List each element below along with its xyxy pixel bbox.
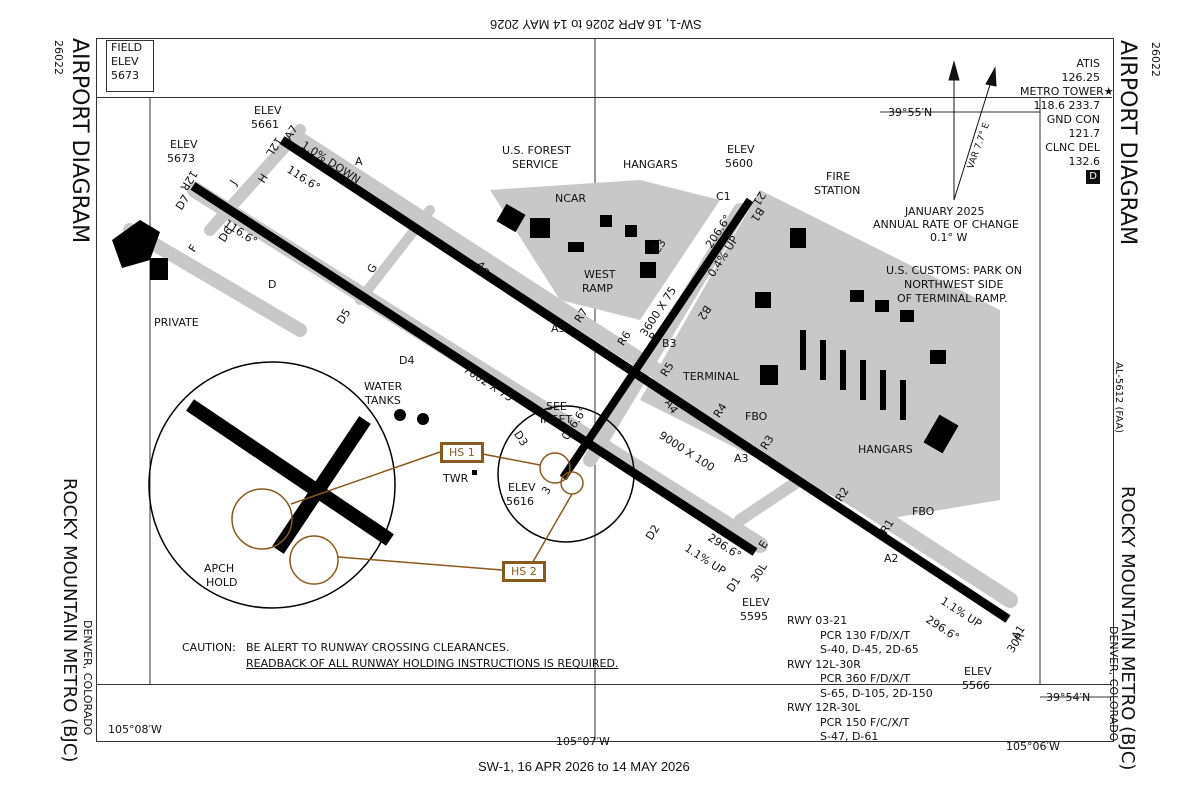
clnc-label: CLNC DEL <box>1045 141 1100 154</box>
apch-hold-line2: HOLD <box>206 576 238 589</box>
caution-line1: BE ALERT TO RUNWAY CROSSING CLEARANCES. <box>246 641 510 654</box>
hangars-label-east: HANGARS <box>858 443 913 456</box>
elev-3-value: 5616 <box>506 495 534 508</box>
pcr-row-weights: S-47, D-61 <box>820 730 879 743</box>
pcr-table: RWY 03-21 PCR 130 F/D/X/T S-40, D-45, 2D… <box>787 614 933 745</box>
see-inset-line2: INSET <box>540 413 573 426</box>
d-badge: D <box>1086 170 1100 184</box>
lon-mid: 105°07′W <box>556 735 610 748</box>
customs-note-line2: NORTHWEST SIDE <box>904 278 1004 291</box>
terminal-label: TERMINAL <box>683 370 739 383</box>
lon-east: 105°06′W <box>1006 740 1060 753</box>
elev-3-label: ELEV <box>508 481 536 494</box>
private-label: PRIVATE <box>154 316 199 329</box>
taxiway-d4: D4 <box>399 354 415 367</box>
water-tanks-line2: TANKS <box>365 394 401 407</box>
caution-line2: READBACK OF ALL RUNWAY HOLDING INSTRUCTI… <box>246 657 619 670</box>
elev-30l-label: ELEV <box>742 596 770 609</box>
pcr-row-weights: S-40, D-45, 2D-65 <box>820 643 919 656</box>
pcr-row-value: PCR 150 F/C/X/T <box>820 715 910 729</box>
taxiway-b3: B3 <box>662 337 677 350</box>
lon-west: 105°08′W <box>108 723 162 736</box>
pcr-row-value: PCR 130 F/D/X/T <box>820 628 911 642</box>
lat-south: 39°54′N <box>1046 691 1091 704</box>
elev-30l-value: 5595 <box>740 610 768 623</box>
pcr-row-rwy: RWY 12R-30L <box>787 701 861 714</box>
gnd-label: GND CON <box>1046 113 1100 126</box>
elev-21-label: ELEV <box>727 143 755 156</box>
field-elev-label1: FIELD <box>111 41 143 54</box>
magnetic-rate: 0.1° W <box>930 231 968 244</box>
pcr-row-rwy: RWY 03-21 <box>787 614 848 627</box>
water-tanks-line1: WATER <box>364 380 403 393</box>
hot-spot-hs2: HS 2 <box>502 561 546 582</box>
magnetic-rate-label: ANNUAL RATE OF CHANGE <box>873 218 1019 231</box>
elev-30r-label: ELEV <box>964 665 992 678</box>
west-ramp-line2: RAMP <box>582 282 613 295</box>
fire-station-line1: FIRE <box>826 170 851 183</box>
magnetic-date: JANUARY 2025 <box>905 205 985 218</box>
lat-line-bottom <box>97 684 1112 685</box>
customs-note-line1: U.S. CUSTOMS: PARK ON <box>886 264 1022 277</box>
hot-spot-hs1: HS 1 <box>440 442 484 463</box>
taxiway-a2: A2 <box>884 552 899 565</box>
lat-line-top <box>97 97 1112 98</box>
clnc-freq: 132.6 <box>1068 155 1101 168</box>
elev-21-value: 5600 <box>725 157 753 170</box>
elev-12l-label: ELEV <box>254 104 282 117</box>
pcr-row-value: PCR 360 F/D/X/T <box>820 672 911 685</box>
taxiway-a: A <box>355 155 363 168</box>
elev-30r-value: 5566 <box>962 679 990 692</box>
gnd-freq: 121.7 <box>1068 127 1101 140</box>
caution-prefix: CAUTION: <box>182 641 236 654</box>
apch-hold-line1: APCH <box>204 562 235 575</box>
ncar-label: NCAR <box>555 192 587 205</box>
see-inset-line1: SEE <box>546 400 567 413</box>
lat-north: 39°55′N <box>888 106 933 119</box>
tower-label: METRO TOWER★ <box>1020 85 1114 98</box>
atis-freq: 126.25 <box>1061 71 1101 84</box>
customs-note-line3: OF TERMINAL RAMP. <box>897 292 1008 305</box>
taxiway-a5: A5 <box>551 322 566 335</box>
elev-12r-label: ELEV <box>170 138 198 151</box>
chart-frame <box>96 38 1114 742</box>
frequencies-panel: ATIS 126.25 METRO TOWER★ 118.6 233.7 GND… <box>1020 57 1114 184</box>
fbo-label-1: FBO <box>745 410 768 423</box>
taxiway-a3: A3 <box>734 452 749 465</box>
elev-12r-value: 5673 <box>167 152 195 165</box>
bottom-effective-dates: SW-1, 16 APR 2026 to 14 MAY 2026 <box>478 759 690 774</box>
tower-freq: 118.6 233.7 <box>1033 99 1100 112</box>
field-elev-box: FIELD ELEV 5673 <box>106 40 154 92</box>
atis-label: ATIS <box>1076 57 1100 70</box>
forest-service-line2: SERVICE <box>512 158 559 171</box>
fire-station-line2: STATION <box>814 184 861 197</box>
hangars-label-west: HANGARS <box>623 158 678 171</box>
taxiway-d: D <box>268 278 277 291</box>
tower-label: TWR <box>443 472 469 485</box>
taxiway-c1: C1 <box>716 190 731 203</box>
elev-12l-value: 5661 <box>251 118 279 131</box>
fbo-label-2: FBO <box>912 505 935 518</box>
field-elev-value: 5673 <box>111 69 139 82</box>
pcr-row-rwy: RWY 12L-30R <box>787 657 861 671</box>
pcr-row-weights: S-65, D-105, 2D-150 <box>820 686 933 700</box>
forest-service-line1: U.S. FOREST <box>502 144 571 157</box>
field-elev-label2: ELEV <box>111 55 139 68</box>
west-ramp-line1: WEST <box>584 268 616 281</box>
